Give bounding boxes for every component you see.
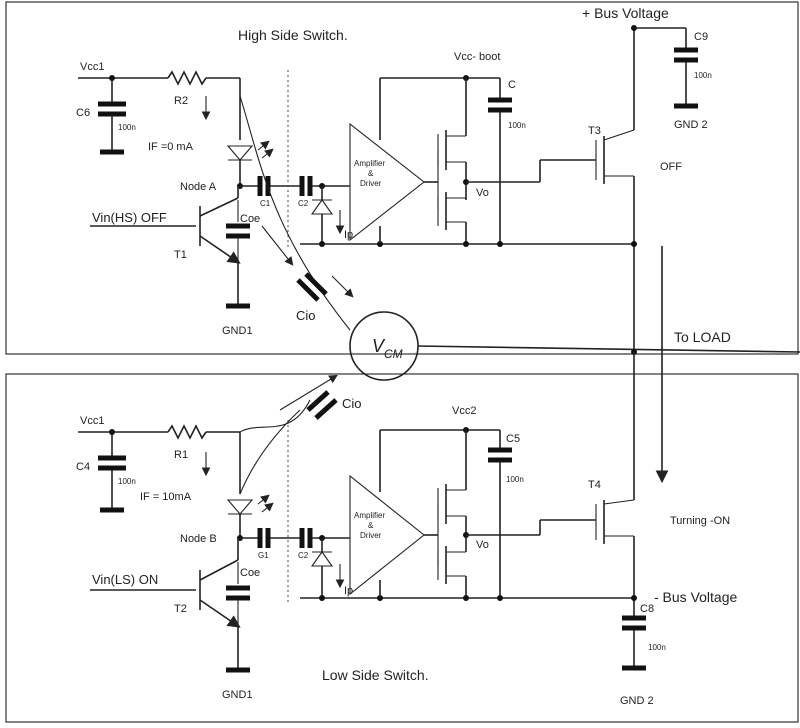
- coe-ls-label: Coe: [240, 567, 260, 579]
- led-low: [226, 499, 254, 515]
- resistor-r1: [167, 424, 207, 440]
- if-ls-label: IF = 10mA: [140, 491, 192, 503]
- low-side-title: Low Side Switch.: [322, 667, 429, 683]
- ip-hs-label: Ip: [344, 229, 353, 241]
- node-b-label: Node B: [180, 533, 217, 545]
- capacitor-cio-ls: [306, 390, 330, 412]
- c1-ls-label: G1: [258, 551, 269, 560]
- vcc1-ls-label: Vcc1: [80, 415, 104, 427]
- c9-value: 100n: [694, 71, 712, 80]
- to-load-line: [417, 345, 800, 353]
- gnd2-hs-label: GND 2: [674, 119, 708, 131]
- c6-label: C6: [76, 107, 90, 119]
- c-boot-label: C: [508, 79, 516, 91]
- vo-hs-label: Vo: [476, 187, 489, 199]
- ip-ls-label: Ip: [344, 585, 353, 597]
- t2-label: T2: [174, 603, 187, 615]
- c6-value: 100n: [118, 123, 136, 132]
- c8-label: C8: [640, 603, 654, 615]
- c9-label: C9: [694, 31, 708, 43]
- node-a-label: Node A: [180, 181, 217, 193]
- c2-hs-label: C2: [298, 199, 309, 208]
- r2-label: R2: [174, 95, 188, 107]
- c5-value: 100n: [506, 475, 524, 484]
- high-side-switch: [78, 25, 698, 484]
- amplifier-driver-low: [349, 474, 425, 596]
- c5-label: C5: [506, 433, 520, 445]
- c1-hs-label: C1: [260, 199, 271, 208]
- photodiode-low: [310, 551, 334, 567]
- high-side-title: High Side Switch.: [238, 27, 348, 43]
- cio-hs-label: Cio: [296, 308, 316, 323]
- bus-plus-label: + Bus Voltage: [582, 5, 669, 21]
- t1-label: T1: [174, 249, 187, 261]
- amp-hs-line2: &: [368, 169, 374, 178]
- gnd2-ls-label: GND 2: [620, 695, 654, 707]
- to-load-label: To LOAD: [674, 329, 731, 345]
- t3-label: T3: [588, 125, 601, 137]
- amp-hs-line3: Driver: [360, 179, 382, 188]
- c-boot-value: 100n: [508, 121, 526, 130]
- c2-ls-label: C2: [298, 551, 309, 560]
- high-side-frame: [5, 1, 799, 355]
- c8-value: 100n: [648, 643, 666, 652]
- t4-label: T4: [588, 479, 601, 491]
- amp-ls-line2: &: [368, 521, 374, 530]
- gnd1-hs-label: GND1: [222, 325, 253, 337]
- bus-minus-label: - Bus Voltage: [654, 589, 737, 605]
- resistor-r2: [167, 70, 207, 86]
- if-hs-label: IF =0 mA: [148, 141, 194, 153]
- capacitor-cio-hs: [296, 278, 320, 302]
- amplifier-driver-high: [349, 122, 425, 242]
- amp-hs-line1: Amplifier: [354, 159, 385, 168]
- vin-hs-label: Vin(HS) OFF: [92, 210, 167, 225]
- c4-value: 100n: [118, 477, 136, 486]
- led-high: [226, 145, 254, 161]
- vcm-sub-label: CM: [384, 347, 403, 361]
- vcc-boot-label: Vcc- boot: [454, 51, 500, 63]
- t4-state-label: Turning -ON: [670, 515, 730, 527]
- coe-hs-label: Coe: [240, 213, 260, 225]
- low-side-switch: [78, 352, 646, 673]
- vin-ls-label: Vin(LS) ON: [92, 572, 158, 587]
- cio-ls-label: Cio: [342, 396, 362, 411]
- c4-label: C4: [76, 461, 90, 473]
- photodiode-high: [310, 199, 334, 215]
- r1-label: R1: [174, 449, 188, 461]
- gnd1-ls-label: GND1: [222, 689, 253, 701]
- vcm-label: V: [372, 336, 386, 356]
- vcc1-hs-label: Vcc1: [80, 61, 104, 73]
- amp-ls-line1: Amplifier: [354, 511, 385, 520]
- t3-state-label: OFF: [660, 161, 682, 173]
- coupling-path-low: [239, 399, 311, 433]
- vo-ls-label: Vo: [476, 539, 489, 551]
- amp-ls-line3: Driver: [360, 531, 382, 540]
- vcc2-label: Vcc2: [452, 405, 476, 417]
